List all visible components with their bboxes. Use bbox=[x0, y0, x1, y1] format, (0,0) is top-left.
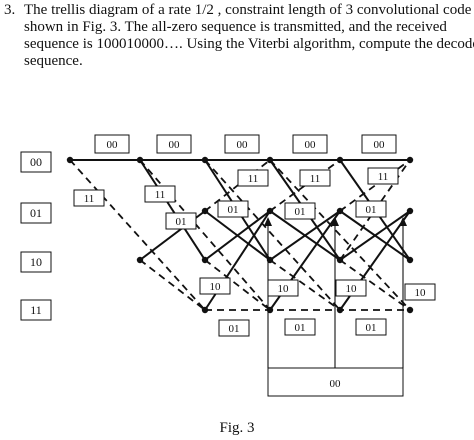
question-number: 3. bbox=[4, 2, 16, 18]
question-text: 3. The trellis diagram of a rate 1/2 , c… bbox=[0, 0, 474, 70]
branch-10-11-dashed bbox=[269, 259, 341, 311]
branch-label: 00 bbox=[237, 139, 249, 151]
branch-label: 01 bbox=[295, 322, 306, 334]
branch-10-01 bbox=[269, 210, 341, 261]
branch-10-11-dashed bbox=[339, 259, 411, 311]
state-label-00: 00 bbox=[30, 155, 42, 169]
question-line-3: sequence is 100010000…. Using the Viterb… bbox=[24, 36, 474, 52]
state-label-11: 11 bbox=[30, 303, 42, 317]
branch-label: 11 bbox=[310, 173, 321, 185]
branch-10-11-dashed bbox=[139, 259, 206, 311]
branch-label: 01 bbox=[228, 204, 239, 216]
branch-label: 11 bbox=[84, 193, 95, 205]
branch-01-00-dashed bbox=[269, 159, 341, 212]
state-label-10: 10 bbox=[30, 255, 42, 269]
figure-caption: Fig. 3 bbox=[219, 420, 255, 436]
branch-label: 10 bbox=[415, 287, 427, 299]
branch-labels: 00 00 00 00 00 11 11 11 11 11 01 01 01 0… bbox=[73, 134, 436, 397]
trellis-diagram: 00 01 10 11 00 00 00 00 00 11 11 11 11 1… bbox=[20, 134, 436, 397]
branch-label: 00 bbox=[169, 139, 181, 151]
branch-10-01 bbox=[204, 210, 271, 261]
branch-label: 11 bbox=[248, 173, 259, 185]
branch-label: 11 bbox=[155, 189, 166, 201]
state-labels: 00 01 10 11 bbox=[20, 151, 52, 321]
branch-label: 10 bbox=[278, 283, 290, 295]
branch-label: 01 bbox=[366, 322, 377, 334]
branch-label: 00 bbox=[107, 139, 119, 151]
branch-label: 01 bbox=[366, 204, 377, 216]
branch-label: 11 bbox=[378, 171, 389, 183]
branch-label: 00 bbox=[305, 139, 317, 151]
branch-11-01 bbox=[204, 210, 271, 311]
question-line-4: sequence. bbox=[24, 53, 83, 69]
branch-00-10 bbox=[139, 159, 206, 261]
branch-00-11-dashed bbox=[139, 159, 271, 311]
branch-label: 00 bbox=[374, 139, 386, 151]
arrow-heads bbox=[264, 217, 407, 226]
branch-10-01 bbox=[339, 210, 411, 261]
branch-label: 10 bbox=[210, 281, 222, 293]
branch-00-11-dashed bbox=[269, 159, 411, 311]
combined-branch-label: 00 bbox=[330, 378, 342, 390]
branch-00-11-dashed bbox=[204, 159, 341, 311]
branch-label: 10 bbox=[346, 283, 358, 295]
branch-00-10-dashed bbox=[69, 159, 206, 311]
branch-10-11-dashed bbox=[204, 259, 271, 311]
arrow-head bbox=[264, 217, 272, 226]
branch-label: 01 bbox=[295, 206, 306, 218]
branch-label: 01 bbox=[176, 216, 187, 228]
arrow-head bbox=[399, 217, 407, 226]
question-line-1: The trellis diagram of a rate 1/2 , cons… bbox=[24, 2, 474, 18]
label-pointers bbox=[267, 222, 404, 368]
arrow-head bbox=[331, 217, 339, 226]
branch-label: 01 bbox=[229, 323, 240, 335]
question-line-2: shown in Fig. 3. The all-zero sequence i… bbox=[24, 19, 447, 35]
state-label-01: 01 bbox=[30, 206, 42, 220]
